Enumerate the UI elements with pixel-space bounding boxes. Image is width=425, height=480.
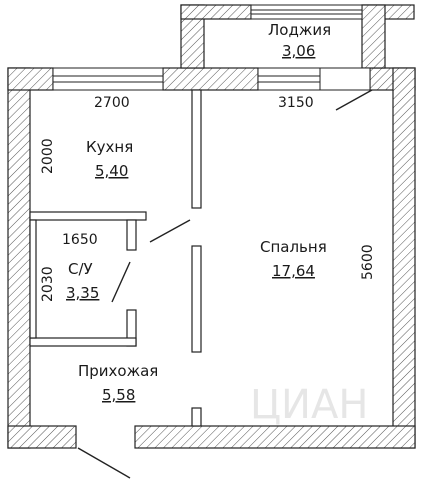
kitchen-area: 5,40 [95, 162, 128, 180]
bath-depth-dim: 2030 [40, 266, 56, 302]
loggia-name: Лоджия [268, 21, 331, 39]
bathroom-door [111, 261, 131, 303]
kitchen-door [149, 219, 191, 243]
kitchen-window [52, 67, 164, 91]
room-labels: Лоджия 3,06 Кухня 5,40 С/У 3,35 Спальня … [66, 21, 331, 404]
interior-walls [29, 89, 202, 427]
kitchen-depth-dim: 2000 [40, 138, 56, 174]
bedroom-name: Спальня [260, 238, 327, 256]
doors [77, 89, 373, 479]
bathroom-area: 3,35 [66, 284, 99, 302]
loggia-window [250, 4, 363, 20]
balcony-door [335, 89, 373, 111]
watermark-text: ЦИАН [250, 382, 368, 428]
dimension-labels: 2700 3150 1650 2000 2030 5600 [40, 95, 376, 302]
bedroom-area: 17,64 [272, 262, 315, 280]
bedroom-width-dim: 3150 [278, 95, 314, 111]
loggia-area: 3,06 [282, 42, 315, 60]
kitchen-width-dim: 2700 [94, 95, 130, 111]
windows [52, 4, 363, 91]
bath-width-dim: 1650 [62, 232, 98, 248]
entrance-door [77, 447, 131, 479]
bedroom-window [257, 67, 321, 91]
balcony-door-opening [319, 67, 371, 91]
bedroom-depth-dim: 5600 [360, 244, 376, 280]
kitchen-name: Кухня [86, 138, 133, 156]
hallway-name: Прихожая [78, 362, 158, 380]
bathroom-name: С/У [68, 260, 93, 278]
loggia-walls [180, 4, 415, 69]
exterior-walls [7, 67, 416, 449]
hallway-area: 5,58 [102, 386, 135, 404]
